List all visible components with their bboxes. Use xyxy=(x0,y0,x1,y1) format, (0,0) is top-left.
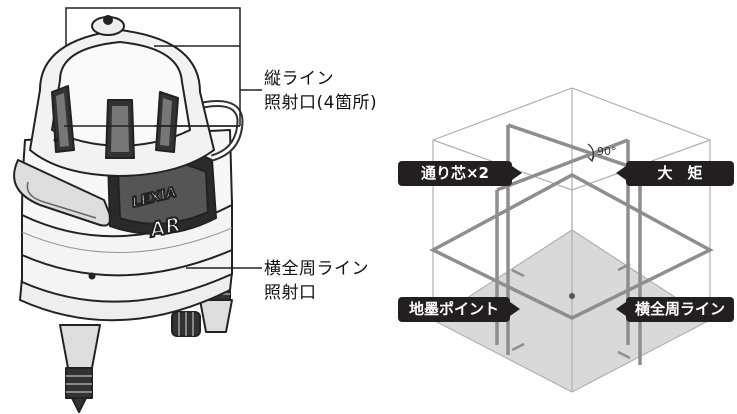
callout-leaders xyxy=(64,7,262,269)
angle-label: 90° xyxy=(597,145,617,158)
badge-full-horizontal-line: 横全周ライン xyxy=(626,297,734,322)
callout-line-1: 縦ライン xyxy=(264,69,334,89)
callout-horizontal-line-port: 横全周ライン 照射口 xyxy=(264,257,369,305)
floor-marks xyxy=(511,262,631,360)
floor-point xyxy=(569,293,575,299)
badge-square: 大 矩 xyxy=(626,161,734,186)
badge-floor-point: 地墨ポイント xyxy=(398,297,510,322)
tripod-foot-left xyxy=(59,324,101,413)
laser-level-device: LEXIA AR xyxy=(13,15,244,413)
callout-line-2: 照射口(4箇所) xyxy=(264,93,378,113)
callout-line-2: 照射口 xyxy=(264,283,317,303)
badge-plumb-x2: 通り芯×2 xyxy=(398,161,512,186)
callout-line-1: 横全周ライン xyxy=(264,259,369,279)
callout-vertical-line-port: 縦ライン 照射口(4箇所) xyxy=(264,67,377,115)
outer-cube xyxy=(432,87,711,393)
adjust-knob xyxy=(171,311,201,337)
